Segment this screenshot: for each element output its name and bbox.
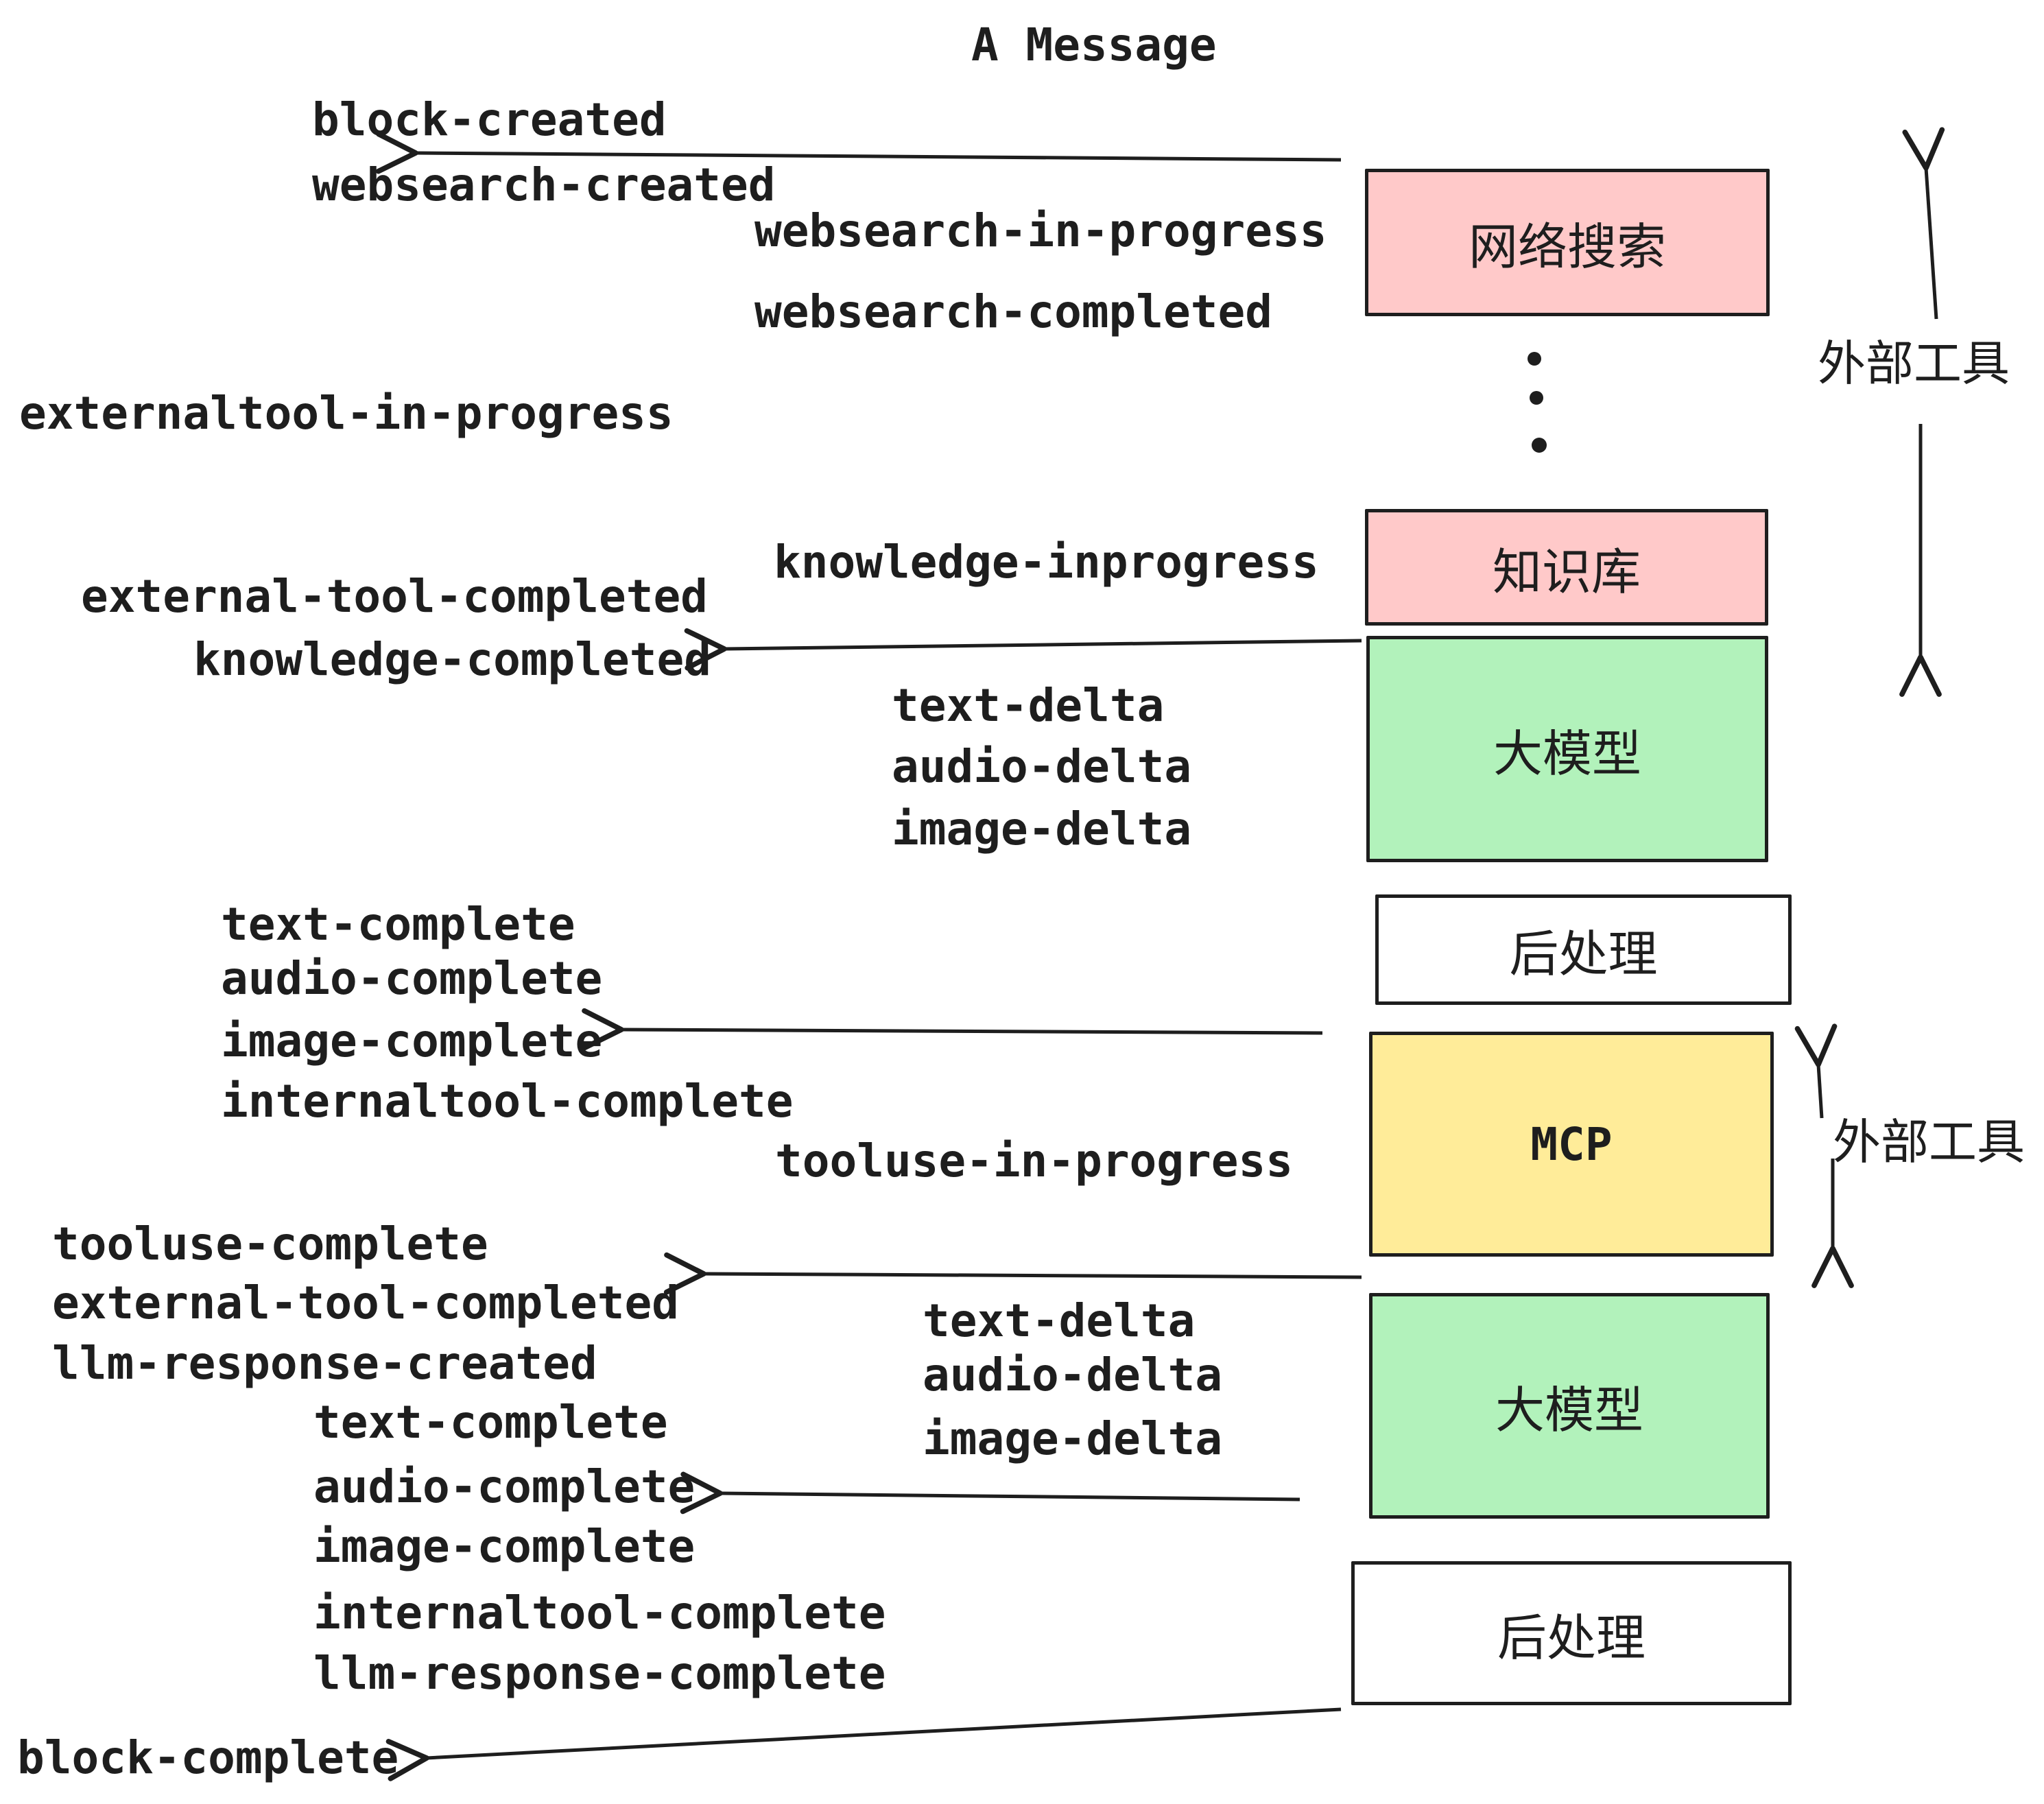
box-websearch-label: 网络搜索 [1468,220,1666,275]
event-text-delta-2: text-delta [923,1294,1196,1347]
event-text-complete-2: text-complete [313,1396,668,1449]
box-postprocess-2: 后处理 [1351,1561,1792,1705]
event-block-complete: block-complete [17,1731,399,1784]
event-websearch-in-progress: websearch-in-progress [754,204,1327,257]
box-websearch: 网络搜索 [1365,169,1770,316]
event-image-delta-1: image-delta [892,803,1192,855]
event-internaltool-complete-1: internaltool-complete [221,1075,794,1128]
external-tools-up-arrow-1 [1902,127,1945,320]
box-postprocess-2-label: 后处理 [1497,1611,1645,1666]
box-knowledge-label: 知识库 [1492,545,1641,600]
event-image-complete-2: image-complete [313,1520,696,1573]
arrow-tooluse-complete [663,1252,1362,1295]
arrow-websearch-created [375,131,1342,174]
event-tooluse-complete: tooluse-complete [52,1218,488,1270]
event-externaltool-in-progress: externaltool-in-progress [19,387,674,440]
external-tools-label-1: 外部工具 [1818,337,2010,390]
event-text-delta-1: text-delta [892,679,1165,732]
event-internaltool-complete-2: internaltool-complete [313,1587,886,1639]
box-mcp: MCP [1369,1032,1774,1257]
event-audio-delta-2: audio-delta [923,1349,1223,1401]
event-block-created: block-created [312,93,667,146]
event-llm-response-complete: llm-response-complete [313,1647,886,1700]
arrow-audio-complete [680,1471,1300,1515]
event-audio-complete-2: audio-complete [313,1460,696,1513]
box-llm-2: 大模型 [1369,1293,1770,1519]
event-websearch-completed: websearch-completed [754,285,1272,338]
event-external-tool-completed-1: external-tool-completed [81,570,708,623]
box-llm-2-label: 大模型 [1495,1384,1643,1438]
event-llm-response-created: llm-response-created [52,1337,597,1390]
box-llm-1: 大模型 [1366,636,1768,862]
event-text-complete-1: text-complete [221,898,575,951]
external-tools-up-arrow-2 [1794,1023,1838,1119]
event-knowledge-completed: knowledge-completed [193,633,711,686]
vertical-ellipsis-icon [1528,352,1547,453]
event-audio-delta-1: audio-delta [892,740,1192,793]
event-audio-complete-1: audio-complete [221,952,603,1005]
arrow-block-complete [385,1707,1342,1781]
box-postprocess-1-label: 后处理 [1509,927,1658,982]
arrow-knowledge-completed [684,628,1362,671]
box-llm-1-label: 大模型 [1493,726,1641,782]
box-postprocess-1: 后处理 [1375,894,1792,1005]
arrow-image-complete [581,1008,1323,1051]
event-external-tool-completed-2: external-tool-completed [52,1277,679,1329]
event-knowledge-inprogress: knowledge-inprogress [774,536,1319,589]
external-tools-label-2: 外部工具 [1833,1115,2025,1169]
event-image-complete-1: image-complete [221,1014,603,1067]
event-image-delta-2: image-delta [923,1412,1223,1465]
box-knowledge: 知识库 [1365,509,1768,626]
event-tooluse-in-progress: tooluse-in-progress [775,1135,1293,1187]
page-title: A Message [971,19,1217,71]
event-websearch-created: websearch-created [312,158,776,211]
box-mcp-label: MCP [1530,1117,1613,1171]
